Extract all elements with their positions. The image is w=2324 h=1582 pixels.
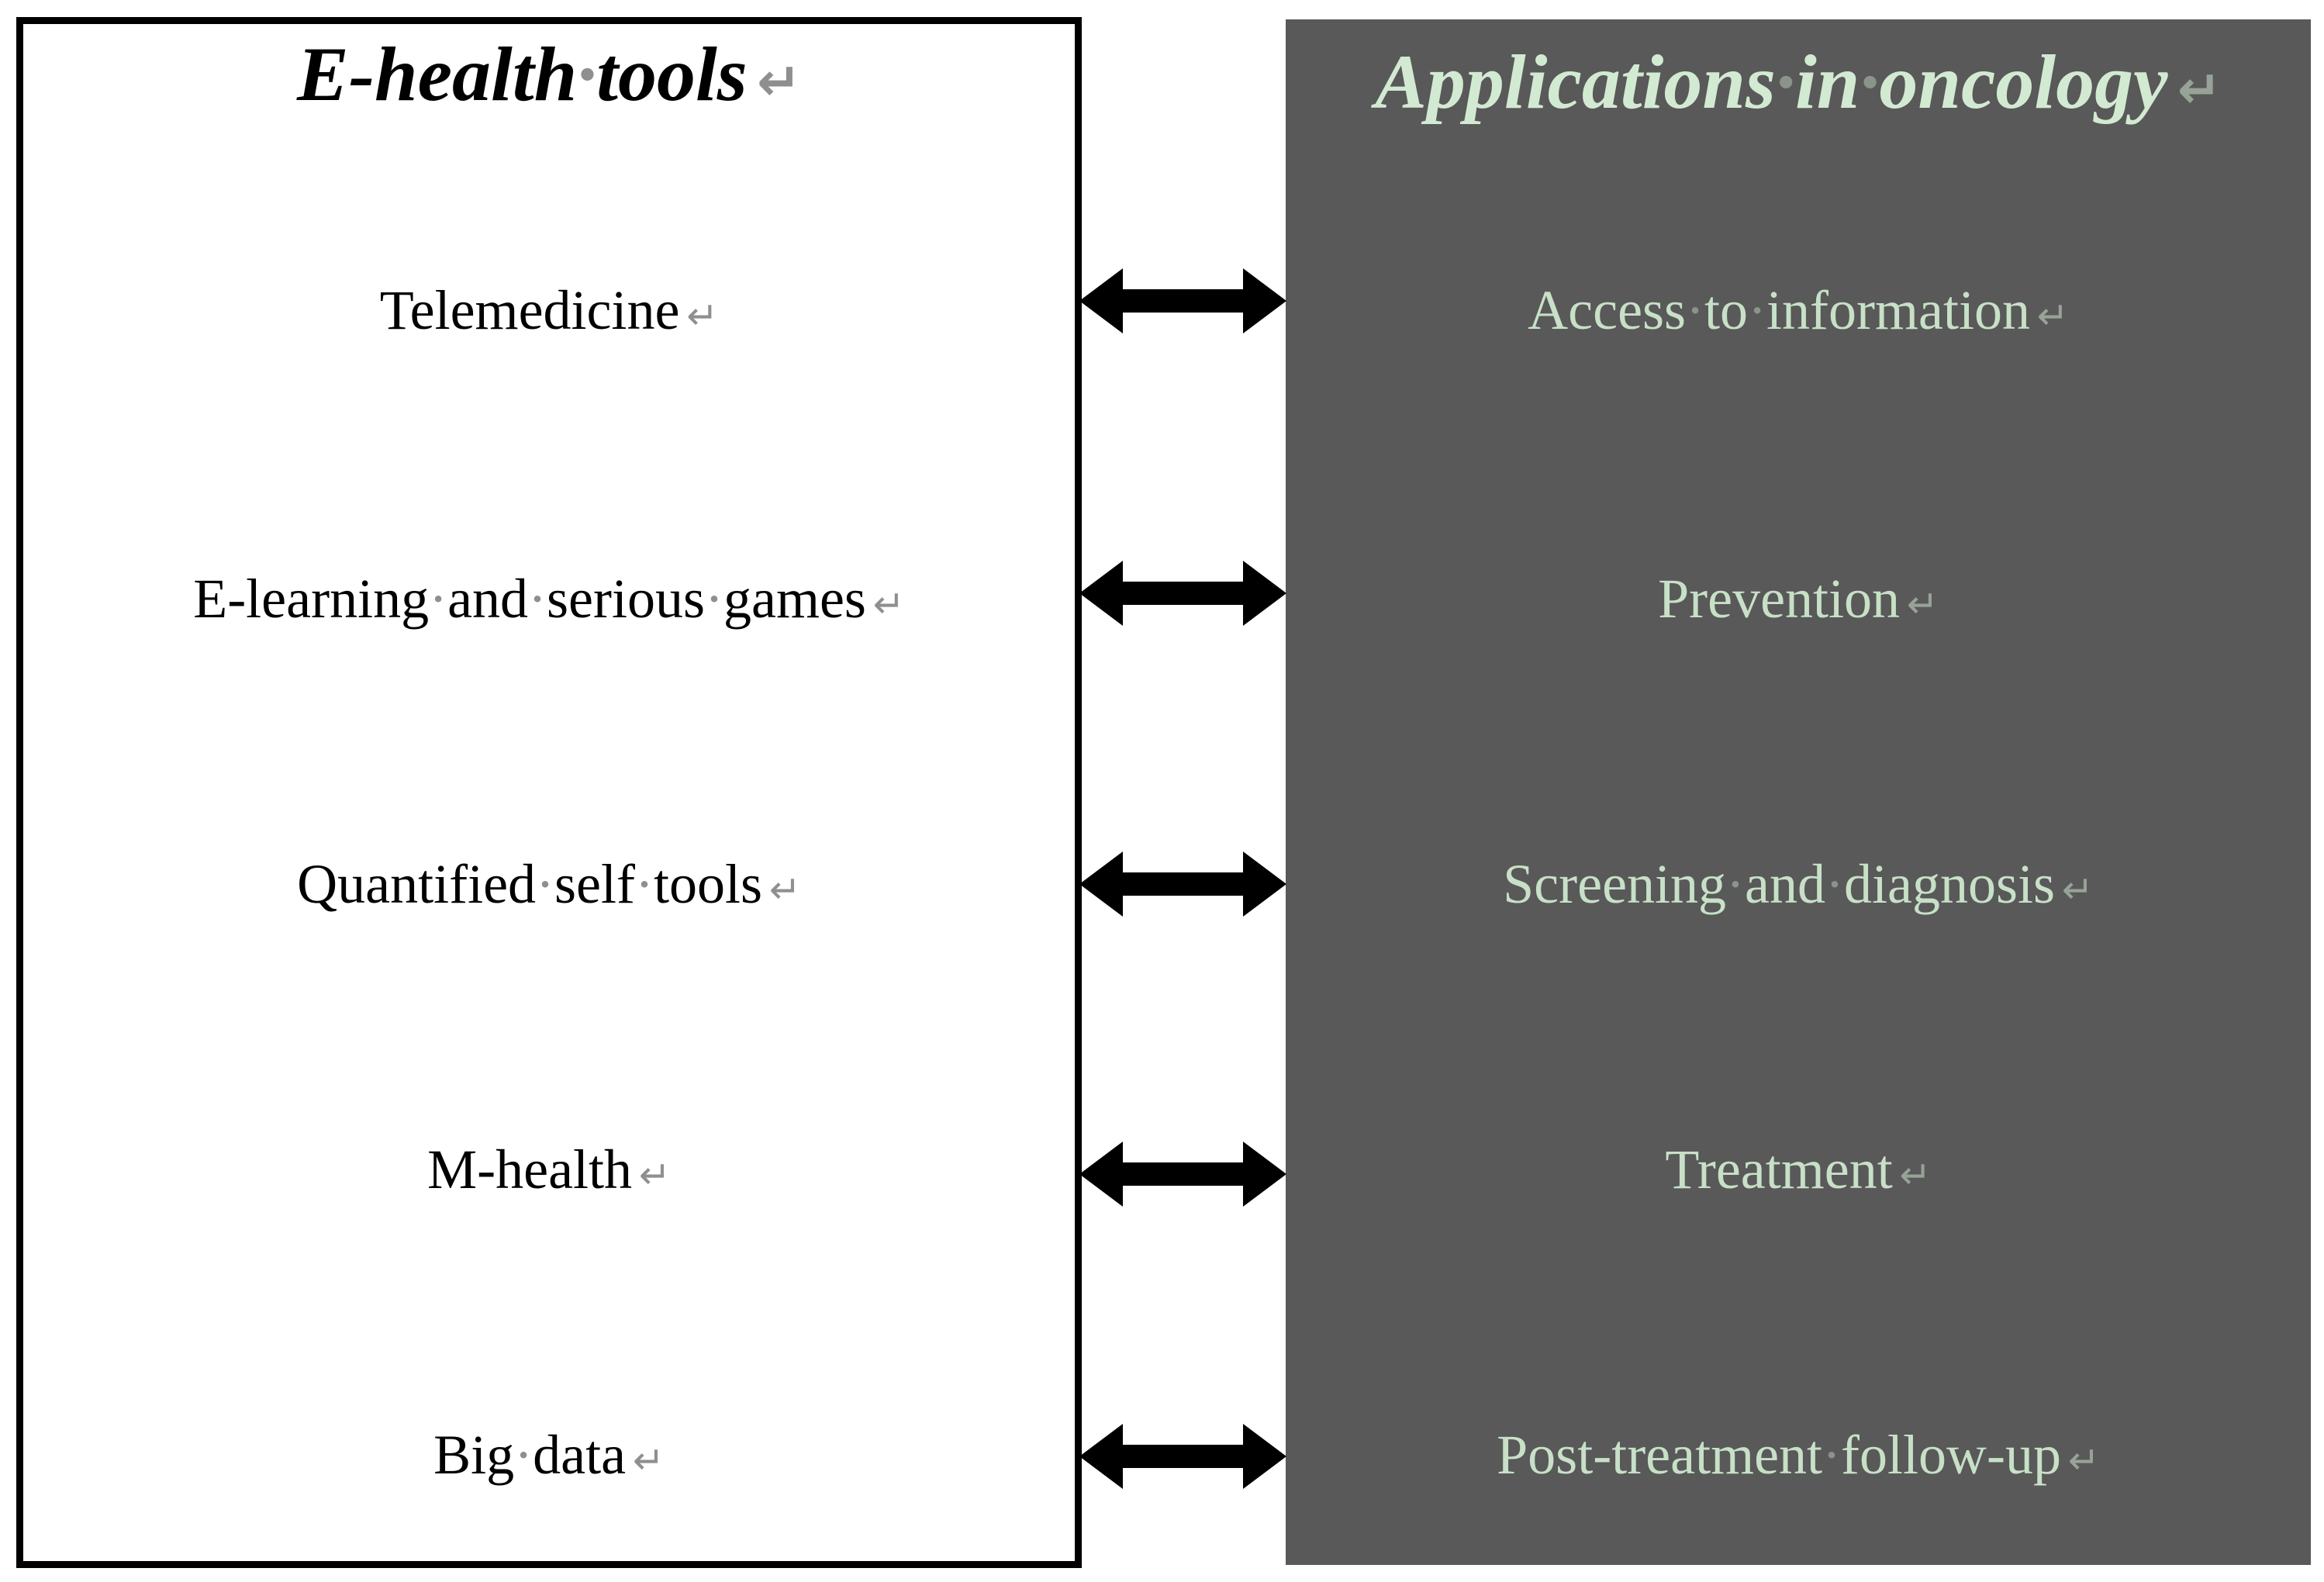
space-mark: · [514, 1424, 534, 1486]
double-arrow-icon [1079, 848, 1286, 920]
right-item-screening-and-diagnosis: Screening·and·diagnosis↵ [1503, 853, 2094, 915]
double-arrow-icon [1079, 1138, 1286, 1210]
paragraph-mark-icon: ↵ [686, 294, 719, 338]
paragraph-mark-icon: ↵ [1899, 1153, 1932, 1197]
space-mark: · [1860, 39, 1880, 125]
space-mark: · [1686, 279, 1705, 341]
oncology-applications-panel: Applications·in·oncology↵ Access·to·info… [1286, 19, 2311, 1565]
paragraph-mark-icon: ↵ [2061, 868, 2094, 912]
left-item-quantified-self-tools: Quantified·self·tools↵ [297, 853, 801, 915]
space-mark: · [1726, 853, 1746, 915]
double-arrow-icon [1079, 265, 1286, 337]
double-arrow-icon [1079, 558, 1286, 629]
right-item-prevention: Prevention↵ [1658, 568, 1939, 630]
space-mark: · [536, 853, 555, 915]
space-mark: · [705, 568, 723, 630]
paragraph-mark-icon: ↵ [2177, 60, 2222, 121]
paragraph-mark-icon: ↵ [2036, 294, 2069, 338]
space-mark: · [429, 568, 448, 630]
paragraph-mark-icon: ↵ [638, 1153, 671, 1197]
space-mark: · [528, 568, 547, 630]
left-item-mhealth: M-health↵ [427, 1138, 671, 1200]
ehealth-tools-panel: E-health·tools↵ Telemedicine↵ E-learning… [16, 17, 1082, 1568]
right-item-access-to-information: Access·to·information↵ [1528, 279, 2069, 341]
space-mark: · [1822, 1424, 1842, 1486]
paragraph-mark-icon: ↵ [756, 52, 801, 113]
left-item-telemedicine: Telemedicine↵ [379, 279, 719, 341]
paragraph-mark-icon: ↵ [768, 868, 801, 912]
space-mark: · [1748, 279, 1767, 341]
left-item-elearning-serious-games: E-learning·and·serious·games↵ [193, 568, 905, 630]
space-mark: · [635, 853, 654, 915]
left-panel-title: E-health·tools↵ [297, 31, 801, 117]
right-item-post-treatment-follow-up: Post-treatment·follow-up↵ [1497, 1424, 2100, 1486]
left-item-big-data: Big·data↵ [433, 1424, 665, 1486]
paragraph-mark-icon: ↵ [632, 1439, 665, 1483]
space-mark: · [1775, 39, 1795, 125]
space-mark: · [577, 31, 597, 117]
right-panel-title: Applications·in·oncology↵ [1375, 39, 2222, 125]
paragraph-mark-icon: ↵ [2067, 1439, 2100, 1483]
right-item-treatment: Treatment↵ [1665, 1138, 1932, 1200]
paragraph-mark-icon: ↵ [872, 582, 905, 627]
double-arrow-icon [1079, 1421, 1286, 1492]
paragraph-mark-icon: ↵ [1906, 582, 1939, 627]
space-mark: · [1825, 853, 1844, 915]
